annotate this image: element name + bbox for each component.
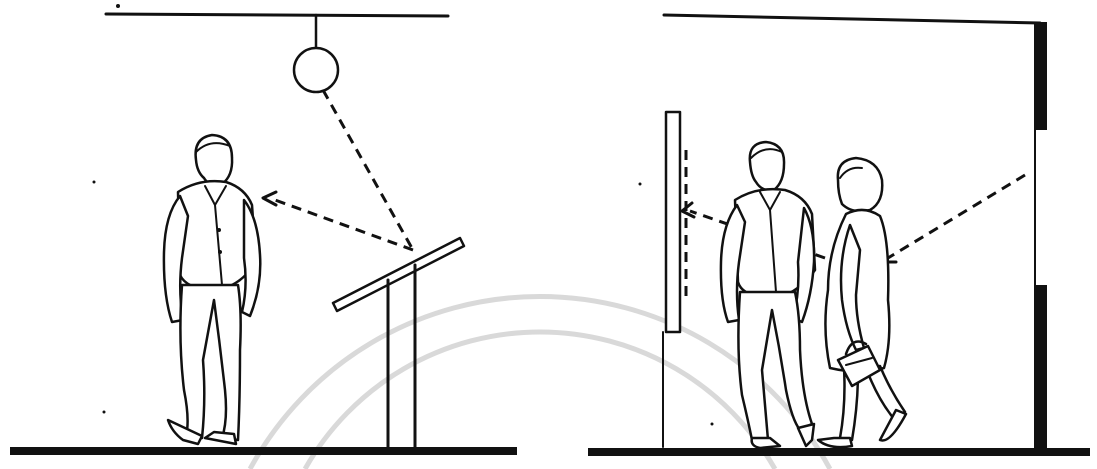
wall-with-window xyxy=(1034,22,1047,455)
right-scene xyxy=(588,15,1090,456)
reflected-glare-path xyxy=(263,90,413,250)
wall-mounted-display xyxy=(663,112,686,447)
left-scene xyxy=(10,14,517,455)
right-floor xyxy=(588,448,1090,456)
left-floor xyxy=(10,447,517,455)
right-ceiling-line xyxy=(664,15,1040,23)
walking-woman-with-handbag xyxy=(818,158,906,447)
left-ceiling-line xyxy=(106,14,448,16)
slanted-display-stand xyxy=(333,238,464,447)
standing-man xyxy=(164,135,260,444)
walking-man xyxy=(721,142,815,448)
pendant-light xyxy=(294,15,338,92)
